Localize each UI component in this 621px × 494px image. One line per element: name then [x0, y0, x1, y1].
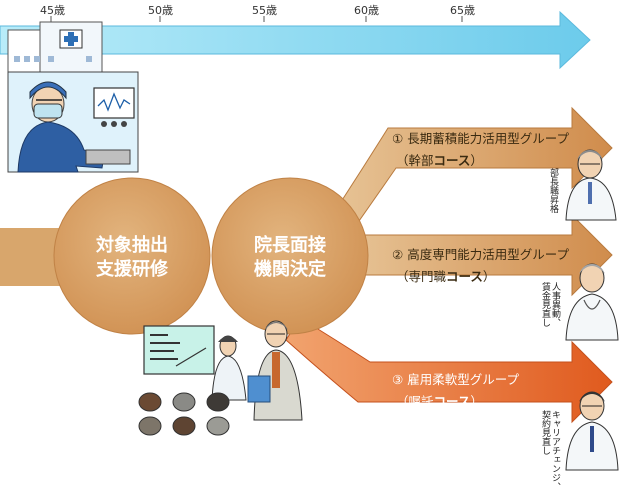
route-1-course-bold: コース — [433, 153, 471, 168]
age-label-60: 60歳 — [354, 4, 379, 17]
age-label-45: 45歳 — [40, 4, 65, 17]
route-2-note-line-1: 人事異動、 — [550, 282, 560, 327]
route-3-note: キャリアチェンジ、 契約見直し — [540, 410, 560, 492]
age-label-50: 50歳 — [148, 4, 173, 17]
route-3-course-close: ） — [470, 394, 483, 409]
route-2-note: 人事異動、 賃金見直し — [540, 282, 560, 348]
route-2-course: （専門職コース） — [396, 266, 569, 285]
stage-2-label: 院長面接 機関決定 — [240, 234, 340, 282]
stage-circle-1 — [53, 177, 211, 335]
route-3-number: ③ — [392, 372, 404, 387]
presentation-illustration — [138, 320, 303, 436]
route-2-course-open: （専門職 — [396, 269, 447, 284]
stage-1-line-2: 支援研修 — [96, 259, 168, 280]
stage-1-label: 対象抽出 支援研修 — [82, 234, 182, 282]
age-label-65: 65歳 — [450, 4, 475, 17]
stage-2-line-2: 機関決定 — [254, 259, 326, 280]
route-2-note-line-2: 賃金見直し — [540, 282, 550, 327]
stage-circle-2 — [211, 177, 369, 335]
doctor-portrait-3 — [565, 391, 619, 471]
route-3-note-line-1: キャリアチェンジ、 — [550, 410, 560, 491]
route-1-number: ① — [392, 131, 404, 146]
route-2-number: ② — [392, 247, 404, 262]
doctor-portrait-2 — [565, 263, 619, 341]
route-3-name: 雇用柔軟型グループ — [407, 372, 519, 387]
route-1-name: 長期蓄積能力活用型グループ — [407, 131, 569, 146]
stage-1-line-1: 対象抽出 — [96, 235, 168, 256]
age-label-55: 55歳 — [252, 4, 277, 17]
route-3-title: ③ 雇用柔軟型グループ — [392, 369, 519, 388]
route-2-course-close: ） — [482, 269, 496, 284]
route-1-title: ① 長期蓄積能力活用型グループ — [392, 128, 569, 147]
route-3-note-line-2: 契約見直し — [540, 410, 550, 455]
route-2-name: 高度専門能力活用型グループ — [407, 247, 569, 262]
route-3-course-open: （嘱託 — [396, 394, 434, 409]
doctor-portrait-1 — [565, 149, 617, 221]
route-1-label: ① 長期蓄積能力活用型グループ （幹部コース） — [392, 128, 569, 169]
route-1-course-open: （幹部 — [396, 153, 434, 168]
stage-2-line-1: 院長面接 — [254, 235, 326, 256]
route-3-label: ③ 雇用柔軟型グループ （嘱託コース） — [392, 369, 519, 410]
route-3-course-bold: コース — [433, 394, 471, 409]
route-2-course-bold: コース — [446, 269, 483, 284]
route-2-title: ② 高度専門能力活用型グループ — [392, 244, 569, 263]
route-1-course-close: ） — [470, 153, 483, 168]
route-3-course: （嘱託コース） — [396, 391, 519, 410]
route-2-label: ② 高度専門能力活用型グループ （専門職コース） — [392, 244, 569, 285]
hospital-doctor-illustration — [7, 21, 139, 173]
route-1-course: （幹部コース） — [396, 150, 569, 169]
timeline-ticks — [50, 16, 463, 22]
route-1-note: 部長職昇格 — [548, 168, 558, 238]
route-1-note-line-1: 部長職昇格 — [548, 168, 558, 213]
